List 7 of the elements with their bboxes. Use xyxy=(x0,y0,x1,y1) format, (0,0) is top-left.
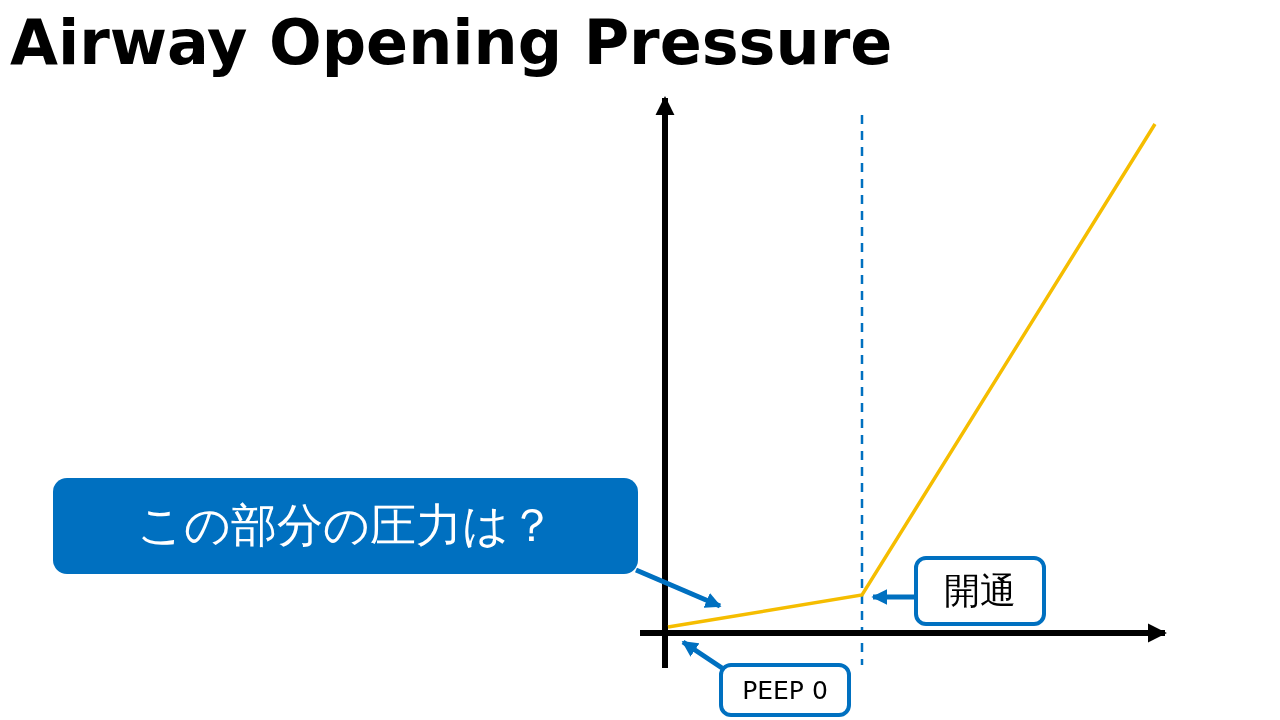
leader-arrow xyxy=(681,639,724,671)
pressure-curve xyxy=(667,123,1157,629)
callout-label: この部分の圧力は？ xyxy=(53,478,638,574)
leader-arrow xyxy=(635,567,722,609)
title: Airway Opening Pressure xyxy=(10,6,893,79)
leader-arrow xyxy=(871,589,914,605)
callout-label: PEEP 0 xyxy=(719,663,851,717)
